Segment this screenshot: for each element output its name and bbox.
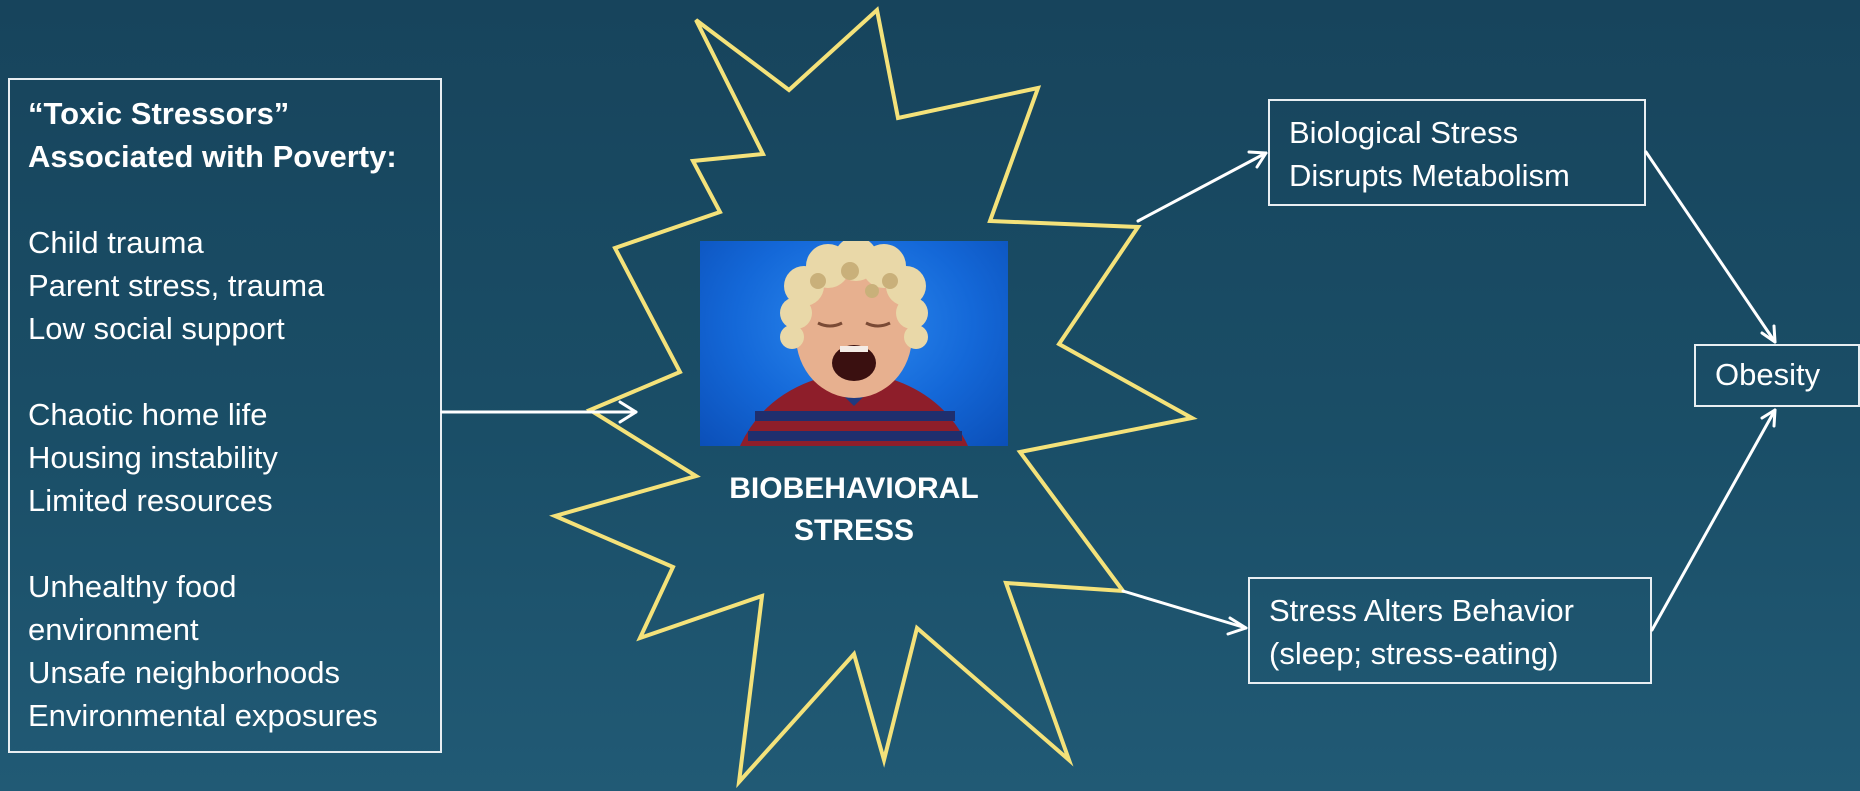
arrow-stressors-to-stress — [442, 402, 636, 422]
arrow-stress-to-behavior — [1123, 591, 1246, 634]
arrow-stress-to-biological — [1138, 152, 1266, 221]
arrow-biological-to-obesity — [1646, 152, 1775, 342]
arrow-behavior-to-obesity — [1652, 410, 1775, 630]
